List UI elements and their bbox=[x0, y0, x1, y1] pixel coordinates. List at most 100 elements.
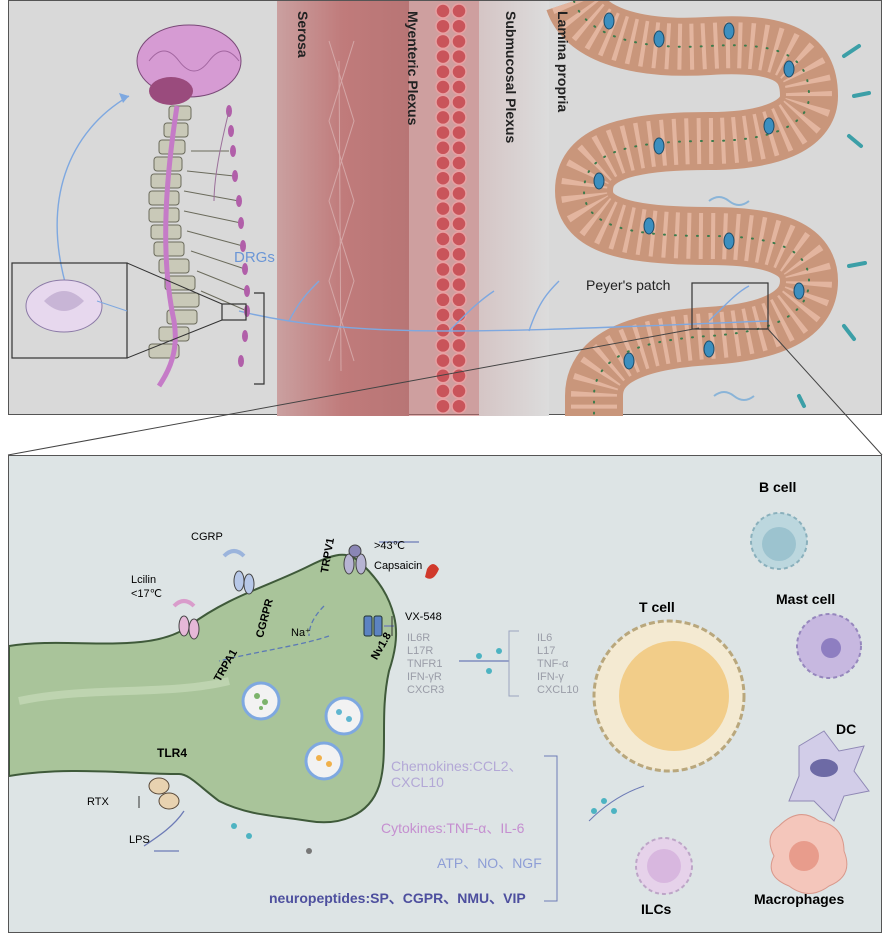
plexus-neuron bbox=[435, 292, 451, 308]
macrophage-cell bbox=[769, 814, 848, 894]
plexus-neuron bbox=[435, 337, 451, 354]
plexus-neuron bbox=[435, 368, 451, 384]
plexus-neuron bbox=[435, 109, 451, 126]
b-cell-label: B cell bbox=[759, 479, 797, 495]
plexus-neuron bbox=[451, 109, 467, 126]
vesicles bbox=[241, 681, 364, 781]
plexus-neuron bbox=[451, 383, 467, 399]
lcilin-temp-label: <17℃ bbox=[131, 588, 163, 600]
chemokines-label: Chemokines:CCL2、 bbox=[391, 758, 523, 774]
bacteria bbox=[797, 44, 871, 408]
plexus-neuron bbox=[451, 216, 467, 232]
drgs-label: DRGs bbox=[234, 249, 275, 266]
plexus-neuron bbox=[435, 155, 451, 171]
spinal-cross-section bbox=[25, 279, 128, 333]
plexus-neuron bbox=[451, 124, 467, 141]
trpa1-receptor bbox=[172, 599, 200, 640]
plexus-neuron bbox=[435, 140, 451, 156]
plexus-neuron bbox=[451, 79, 467, 95]
plexus-neuron bbox=[435, 200, 451, 217]
plexus-neuron bbox=[435, 261, 451, 278]
plexus-neuron bbox=[435, 231, 451, 247]
plexus-neuron bbox=[435, 383, 451, 399]
plexus-neuron bbox=[435, 79, 451, 95]
plexus-neuron bbox=[435, 307, 451, 323]
chemokines-label-2: CXCL10 bbox=[391, 774, 444, 790]
plexus-neuron bbox=[435, 124, 451, 141]
receptor-item: CXCR3 bbox=[407, 684, 445, 696]
trpv1-receptor bbox=[343, 544, 367, 575]
plexus-neuron bbox=[435, 352, 451, 369]
plexus-neuron bbox=[451, 246, 467, 262]
plexus-neuron bbox=[451, 231, 467, 247]
plexus-neuron bbox=[435, 276, 451, 293]
cytokine-item: L17 bbox=[537, 645, 556, 657]
plexus-neuron bbox=[435, 48, 451, 65]
cytokine-item: CXCL10 bbox=[537, 684, 579, 696]
t-cell bbox=[592, 619, 746, 773]
receptor-item: IL6R bbox=[407, 632, 431, 644]
plexus-neuron bbox=[451, 140, 467, 156]
tlr4-label: TLR4 bbox=[157, 746, 187, 760]
neuropeptides-label: neuropeptides:SP、CGPR、NMU、VIP bbox=[269, 890, 526, 906]
nav18-channel bbox=[363, 615, 383, 637]
lps-label: LPS bbox=[129, 834, 150, 846]
receptor-list: IL6R L17R TNFR1 IFN-γR CXCR3 bbox=[407, 632, 444, 697]
capsaicin-label: Capsaicin bbox=[374, 560, 423, 572]
vesicle-contents bbox=[254, 693, 352, 767]
plexus-neuron bbox=[451, 261, 467, 278]
receptor-item: TNFR1 bbox=[407, 658, 443, 670]
dc-label: DC bbox=[836, 721, 857, 737]
cytokine-item: TNF-α bbox=[537, 658, 569, 670]
na-ion-label: Na⁺ bbox=[291, 627, 311, 639]
cytokine-item: IL6 bbox=[537, 632, 553, 644]
plexus-neuron bbox=[435, 33, 451, 50]
goblet-cells bbox=[593, 12, 805, 370]
plexus-neuron bbox=[435, 185, 451, 202]
peyers-patch-label: Peyer's patch bbox=[586, 277, 671, 293]
gut-anatomy-panel: DRGs Peyer's patch Serosa Myenteric Plex… bbox=[8, 0, 882, 416]
brain-icon bbox=[136, 24, 242, 105]
cytokine-particles bbox=[231, 648, 617, 854]
plexus-neuron bbox=[435, 94, 451, 110]
mast-cell bbox=[796, 613, 862, 679]
ilcs-label: ILCs bbox=[641, 901, 672, 917]
atp-label: ATP、NO、NGF bbox=[437, 855, 542, 871]
peyers-patch-box bbox=[691, 282, 769, 330]
serosa-layer bbox=[277, 1, 409, 416]
ilc-cell bbox=[635, 837, 693, 895]
plexus-neuron bbox=[451, 398, 467, 414]
chili-pepper-icon bbox=[425, 564, 439, 579]
plexus-neuron bbox=[435, 170, 451, 186]
plexus-neuron bbox=[451, 200, 467, 217]
plexus-neuron bbox=[451, 292, 467, 308]
cgrpr-receptor bbox=[222, 549, 255, 595]
tlr4-receptor bbox=[148, 777, 180, 810]
plexus-neuron-column bbox=[435, 3, 467, 414]
mast-cell-label: Mast cell bbox=[776, 591, 836, 607]
plexus-neuron bbox=[451, 185, 467, 202]
t-cell-label: T cell bbox=[639, 599, 675, 615]
plexus-neuron bbox=[451, 322, 467, 338]
gut-anatomy-illustration bbox=[11, 1, 871, 416]
plexus-neuron bbox=[451, 352, 467, 369]
plexus-neuron bbox=[451, 64, 467, 80]
plexus-neuron bbox=[435, 18, 451, 34]
zoom-lines bbox=[7, 327, 883, 456]
spinal-nerves bbox=[183, 150, 248, 312]
temp-43-label: >43℃ bbox=[374, 540, 406, 552]
submucosa-layer bbox=[479, 1, 549, 416]
neuro-immune-panel: CGRP Lcilin <17℃ >43℃ Capsaicin TRPV1 CG… bbox=[8, 455, 882, 933]
plexus-neuron bbox=[451, 155, 467, 171]
nerve-fibers bbox=[56, 95, 770, 332]
cytokine-in-list: IL6 L17 TNF-α IFN-γ CXCL10 bbox=[537, 632, 579, 697]
plexus-neuron bbox=[451, 337, 467, 354]
plexus-neuron bbox=[451, 18, 467, 34]
plexus-neuron bbox=[435, 64, 451, 80]
muscle-fibers bbox=[328, 40, 355, 372]
receptor-item: L17R bbox=[407, 645, 434, 657]
plexus-neuron bbox=[451, 170, 467, 186]
rtx-label: RTX bbox=[87, 796, 109, 808]
plexus-neuron bbox=[435, 216, 451, 232]
plexus-neuron bbox=[451, 276, 467, 293]
